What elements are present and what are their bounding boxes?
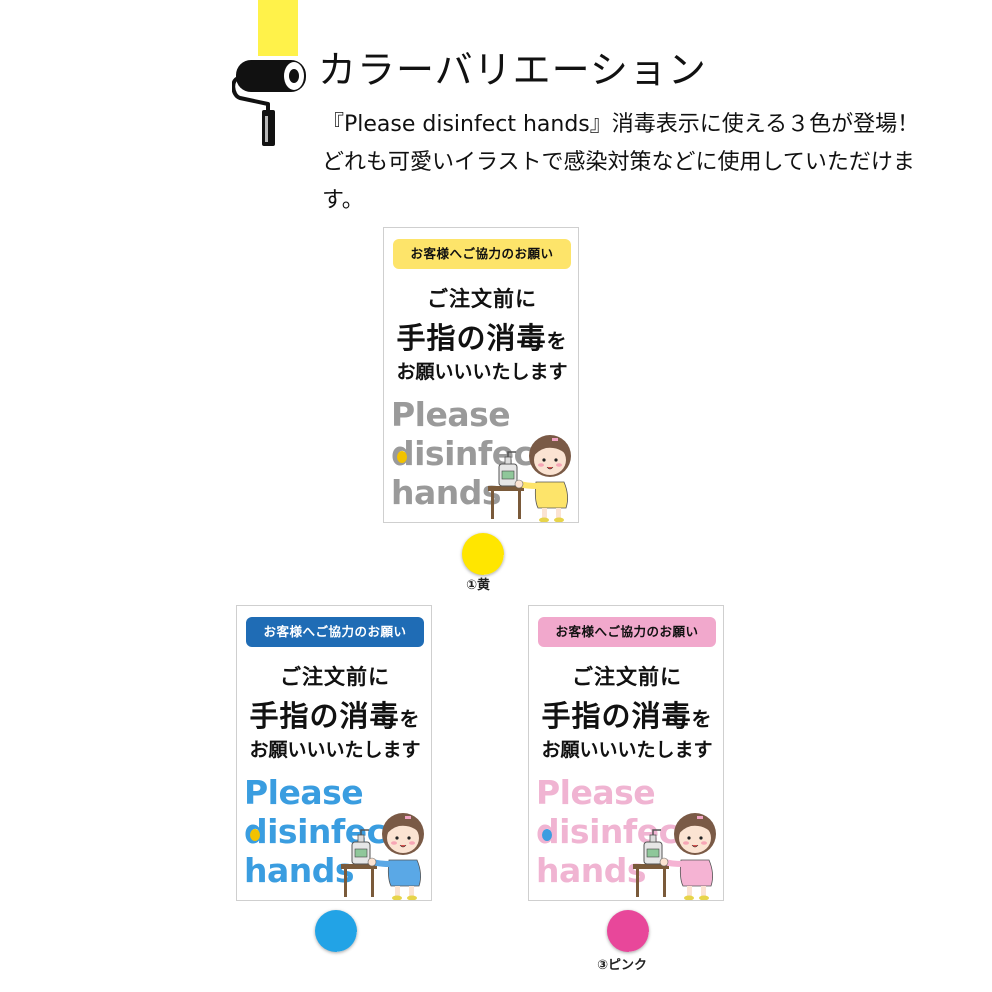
sign-heading-particle: を [691, 707, 713, 731]
sign-english-line3: hands [391, 473, 502, 512]
sign-i-dot [542, 829, 552, 841]
sign-english-line2: disinfect [244, 812, 401, 851]
sign-english-line1: Please [244, 773, 364, 812]
color-swatch-pink[interactable] [607, 910, 649, 952]
sign-heading-line3: お願いいいたします [396, 361, 568, 383]
girl-sanitizer-illustration [486, 424, 578, 522]
sign-english-line1: Please [391, 395, 511, 434]
sign-badge: お客様へご協力のお願い [393, 239, 571, 269]
sign-heading-main: 手指の消毒 [249, 699, 400, 733]
color-swatch-blue[interactable] [315, 910, 357, 952]
sign-heading-particle: を [399, 707, 421, 731]
sign-badge: お客様へご協力のお願い [538, 617, 716, 647]
sign-heading-main: 手指の消毒 [396, 321, 547, 355]
sign-card-yellow: お客様へご協力のお願い ご注文前に 手指の消毒を お願いいいたします Pleas… [383, 227, 579, 523]
sign-english-line2: disinfect [391, 434, 548, 473]
sign-heading-line2: 手指の消毒を [384, 315, 578, 357]
sign-english-line3: hands [244, 851, 355, 890]
paint-roller-icon [232, 60, 306, 146]
swatch-curl [484, 555, 504, 575]
swatch-curl [337, 932, 357, 952]
sign-card-pink: お客様へご協力のお願い ご注文前に 手指の消毒を お願いいいたします Pleas… [528, 605, 724, 901]
sign-english-line1: Please [536, 773, 656, 812]
sign-heading-line1: ご注文前に [572, 664, 682, 689]
swatch-curl [629, 932, 649, 952]
section-title: カラーバリエーション [318, 48, 707, 92]
paint-stripe [258, 0, 298, 56]
girl-sanitizer-illustration [631, 802, 723, 900]
sign-english-line2: disinfect [536, 812, 693, 851]
swatch-label-pink: ③ピンク [597, 958, 648, 973]
sign-heading-line3: お願いいいたします [541, 739, 713, 761]
sign-i-dot [397, 451, 407, 463]
sign-heading-particle: を [546, 329, 568, 353]
girl-sanitizer-illustration [339, 802, 431, 900]
sign-heading-line2: 手指の消毒を [237, 693, 431, 735]
sign-i-dot [250, 829, 260, 841]
sign-badge: お客様へご協力のお願い [246, 617, 424, 647]
sign-heading-main: 手指の消毒 [541, 699, 692, 733]
sign-card-blue: お客様へご協力のお願い ご注文前に 手指の消毒を お願いいいたします Pleas… [236, 605, 432, 901]
swatch-label-yellow: ①黄 [466, 578, 491, 593]
sign-heading-line2: 手指の消毒を [529, 693, 723, 735]
section-description: 『Please disinfect hands』消毒表示に使える３色が登場！どれ… [322, 112, 920, 213]
sign-heading-line1: ご注文前に [280, 664, 390, 689]
color-swatch-yellow[interactable] [462, 533, 504, 575]
sign-heading-line1: ご注文前に [427, 286, 537, 311]
sign-english-line3: hands [536, 851, 647, 890]
sign-heading-line3: お願いいいたします [249, 739, 421, 761]
